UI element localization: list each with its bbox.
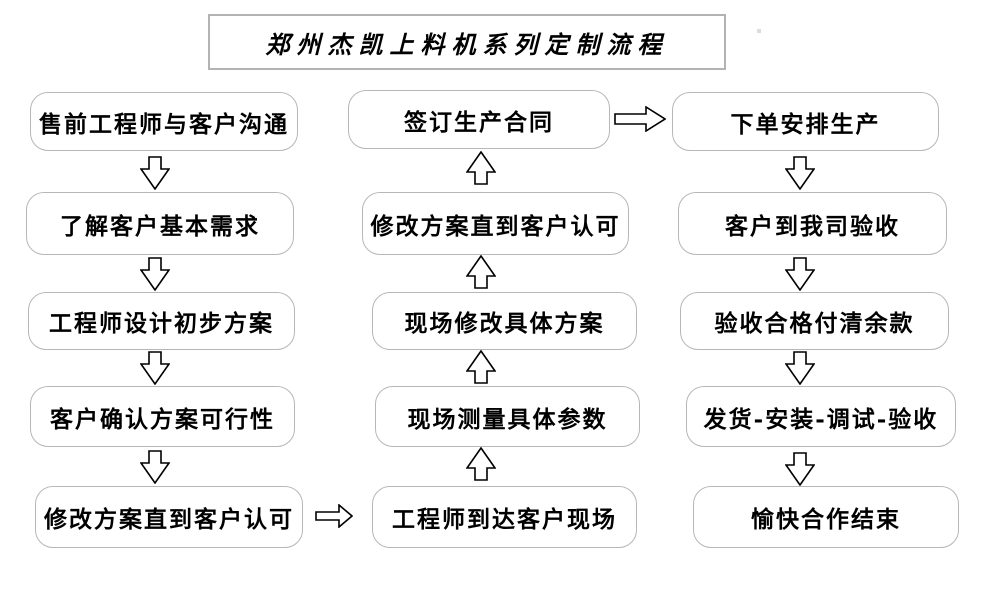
node-customer-acceptance-visit: 客户到我司验收: [678, 192, 947, 255]
up-arrow-icon: [466, 151, 496, 185]
down-arrow-icon: [140, 257, 170, 291]
node-place-order-production: 下单安排生产: [672, 92, 939, 151]
down-arrow-icon: [785, 156, 815, 190]
stray-dot-artifact: [757, 29, 761, 33]
right-arrow-icon: [315, 504, 353, 528]
down-arrow-icon: [140, 351, 170, 385]
node-happy-cooperation-end: 愉快合作结束: [693, 486, 959, 548]
node-confirm-feasibility: 客户确认方案可行性: [30, 386, 295, 447]
node-revise-until-approved-onsite: 修改方案直到客户认可: [362, 192, 629, 255]
down-arrow-icon: [140, 156, 170, 190]
node-onsite-modify-plan: 现场修改具体方案: [372, 292, 637, 350]
down-arrow-icon: [785, 452, 815, 486]
node-engineer-arrives-site: 工程师到达客户现场: [372, 486, 637, 548]
node-pay-balance: 验收合格付清余款: [680, 292, 949, 350]
up-arrow-icon: [466, 350, 496, 384]
node-understand-needs: 了解客户基本需求: [26, 192, 294, 255]
down-arrow-icon: [785, 351, 815, 385]
up-arrow-icon: [466, 447, 496, 481]
down-arrow-icon: [785, 257, 815, 291]
node-presales-communication: 售前工程师与客户沟通: [30, 92, 298, 151]
node-design-preliminary-plan: 工程师设计初步方案: [28, 292, 295, 350]
down-arrow-icon: [140, 450, 170, 484]
node-ship-install-debug-accept: 发货-安装-调试-验收: [686, 386, 956, 447]
node-sign-contract: 签订生产合同: [348, 90, 610, 149]
node-revise-until-approved-presale: 修改方案直到客户认可: [35, 486, 303, 548]
page-title: 郑州杰凯上料机系列定制流程: [265, 29, 669, 59]
right-arrow-icon: [614, 106, 666, 132]
up-arrow-icon: [466, 255, 496, 289]
node-onsite-measure-params: 现场测量具体参数: [375, 386, 640, 447]
flowchart-title-box: 郑州杰凯上料机系列定制流程: [208, 14, 726, 70]
